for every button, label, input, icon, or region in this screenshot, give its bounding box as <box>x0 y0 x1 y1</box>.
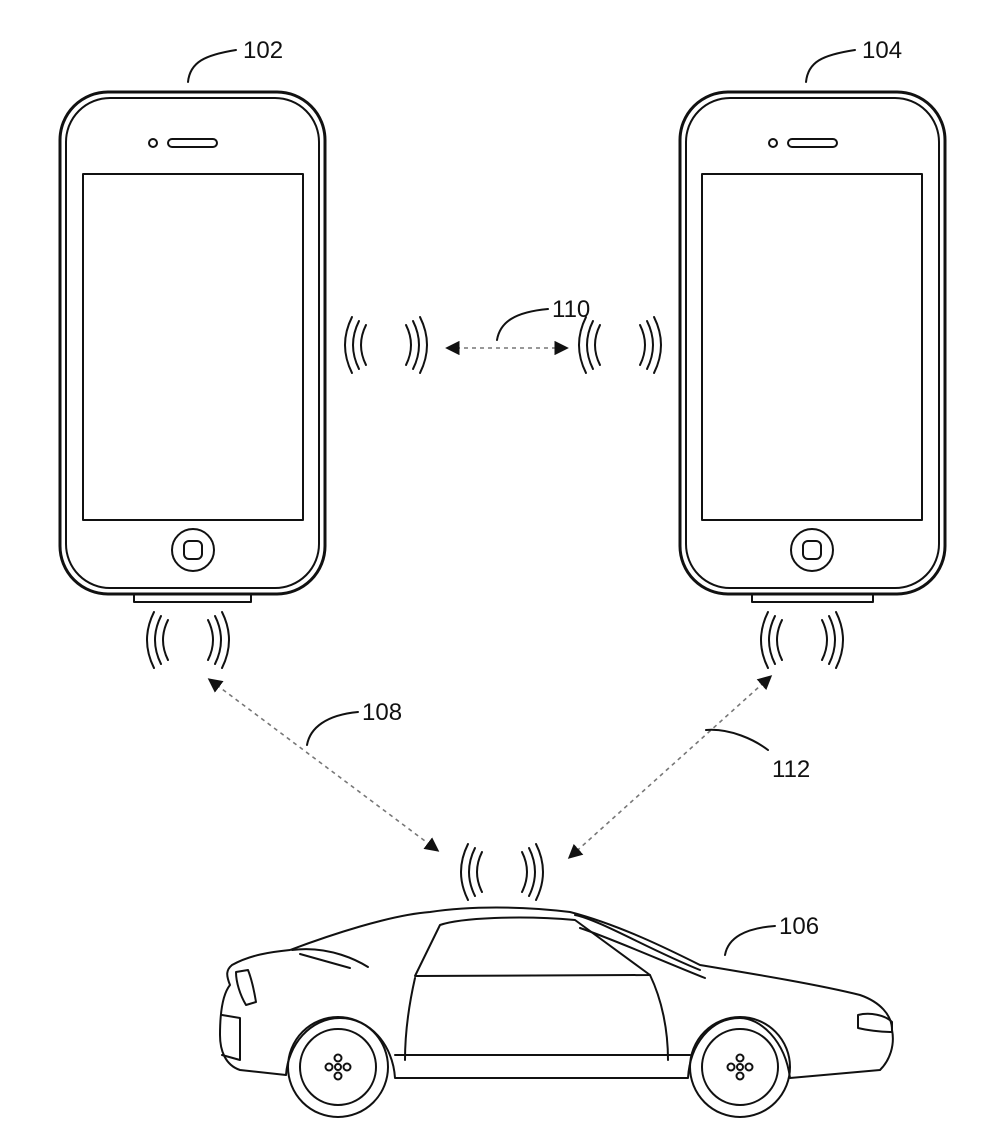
label-leader-104 <box>805 49 856 83</box>
label-102: 102 <box>243 37 283 64</box>
link-right-car-arrow <box>567 675 773 859</box>
label-110: 110 <box>552 296 590 323</box>
label-108: 108 <box>362 699 402 726</box>
wireless-signal-icon <box>460 843 544 901</box>
label-112: 112 <box>772 756 810 783</box>
wireless-signal-icon <box>578 316 662 374</box>
label-leader-106 <box>724 925 776 956</box>
label-leader-102 <box>187 49 237 83</box>
label-104: 104 <box>862 37 902 64</box>
wireless-signal-icon <box>760 611 844 669</box>
wireless-signal-icon <box>146 611 230 669</box>
wireless-signal-icon <box>344 316 428 374</box>
phone-left-icon <box>58 90 327 603</box>
link-left-car-arrow <box>207 678 440 852</box>
phone-right-icon <box>678 90 947 603</box>
car-icon <box>219 906 894 1118</box>
label-106: 106 <box>779 913 819 940</box>
label-leader-110 <box>496 308 549 341</box>
label-leader-112 <box>705 728 769 751</box>
label-leader-108 <box>306 711 359 746</box>
